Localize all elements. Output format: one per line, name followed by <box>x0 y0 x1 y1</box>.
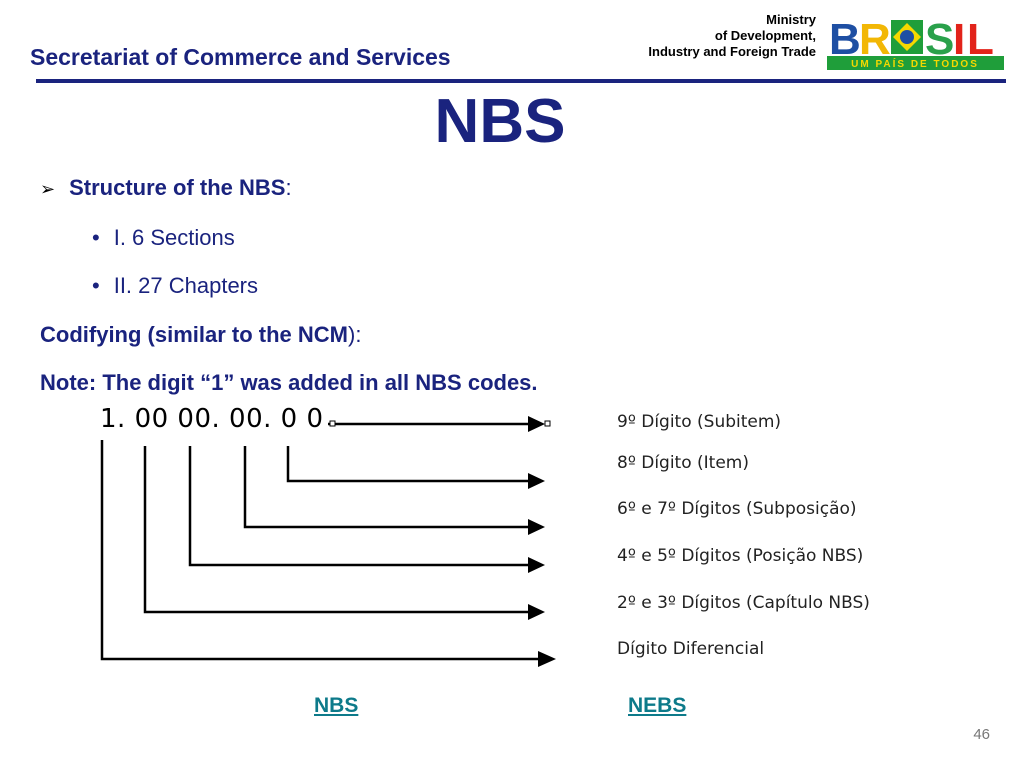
nbs-link[interactable]: NBS <box>314 694 359 717</box>
logo-letter-b: B <box>829 15 861 64</box>
note-line: Note: The digit “1” was added in all NBS… <box>40 370 538 395</box>
end-marker-icon <box>544 420 551 427</box>
list-item: • I. 6 Sections <box>92 225 235 251</box>
connector-diferencial <box>100 440 540 661</box>
digit-label-4-5: 4º e 5º Dígitos (Posição NBS) <box>617 546 864 566</box>
arrow-bullet-icon: ➢ <box>40 179 56 199</box>
codifying-suffix: ): <box>348 322 362 347</box>
logo-flag-a <box>891 20 923 54</box>
digit-label-2-3: 2º e 3º Dígitos (Capítulo NBS) <box>617 593 870 613</box>
ministry-name: Ministry of Development, Industry and Fo… <box>648 12 816 60</box>
page-number: 46 <box>973 726 990 743</box>
digit-label-8: 8º Dígito (Item) <box>617 453 749 473</box>
connector-2-3 <box>143 446 530 614</box>
arrowhead-icon <box>528 519 545 535</box>
logo-letter-s: S <box>925 15 954 64</box>
arrowhead-icon <box>528 473 545 489</box>
logo-letter-l: L <box>967 15 994 64</box>
arrowhead-icon <box>528 604 545 620</box>
ministry-line-2: of Development, <box>714 28 816 43</box>
logo-tagline: UM PAÍS DE TODOS <box>851 57 979 70</box>
secretariat-title: Secretariat of Commerce and Services <box>30 44 451 70</box>
arrowhead-icon <box>528 416 545 432</box>
chapters-text: II. 27 Chapters <box>113 273 259 298</box>
header-rule <box>36 79 1006 83</box>
connector-6-7 <box>243 446 530 529</box>
origin-marker-icon <box>329 420 336 427</box>
structure-colon: : <box>285 175 292 200</box>
logo-letter-r: R <box>859 15 891 64</box>
list-item: • II. 27 Chapters <box>92 273 258 299</box>
codifying-line: Codifying (similar to the NCM): <box>40 322 361 348</box>
arrowhead-icon <box>528 557 545 573</box>
codifying-label: Codifying (similar to the NCM <box>40 322 348 347</box>
logo-letter-i: I <box>953 15 965 64</box>
bullet-dot-icon: • <box>92 273 100 298</box>
structure-label: Structure of the NBS <box>69 175 286 200</box>
digit-label-9: 9º Dígito (Subitem) <box>617 412 782 432</box>
bullet-dot-icon: • <box>92 225 100 250</box>
connector-8 <box>286 446 530 483</box>
ministry-line-1: Ministry <box>766 12 816 27</box>
arrowhead-icon <box>538 651 556 667</box>
structure-bullet: ➢ Structure of the NBS: <box>40 175 292 201</box>
ministry-line-3: Industry and Foreign Trade <box>648 44 816 59</box>
nebs-link[interactable]: NEBS <box>628 694 687 717</box>
slide-title: NBS <box>434 87 566 156</box>
sections-text: I. 6 Sections <box>113 225 235 250</box>
connector-4-5 <box>188 446 530 567</box>
digit-label-6-7: 6º e 7º Dígitos (Subposição) <box>617 499 857 519</box>
code-sample: 1. 00 00. 00. 0 0 <box>100 404 324 434</box>
digit-label-diferencial: Dígito Diferencial <box>617 639 765 659</box>
brasil-logo: B R S I L UM PAÍS DE TODOS <box>827 14 1004 70</box>
